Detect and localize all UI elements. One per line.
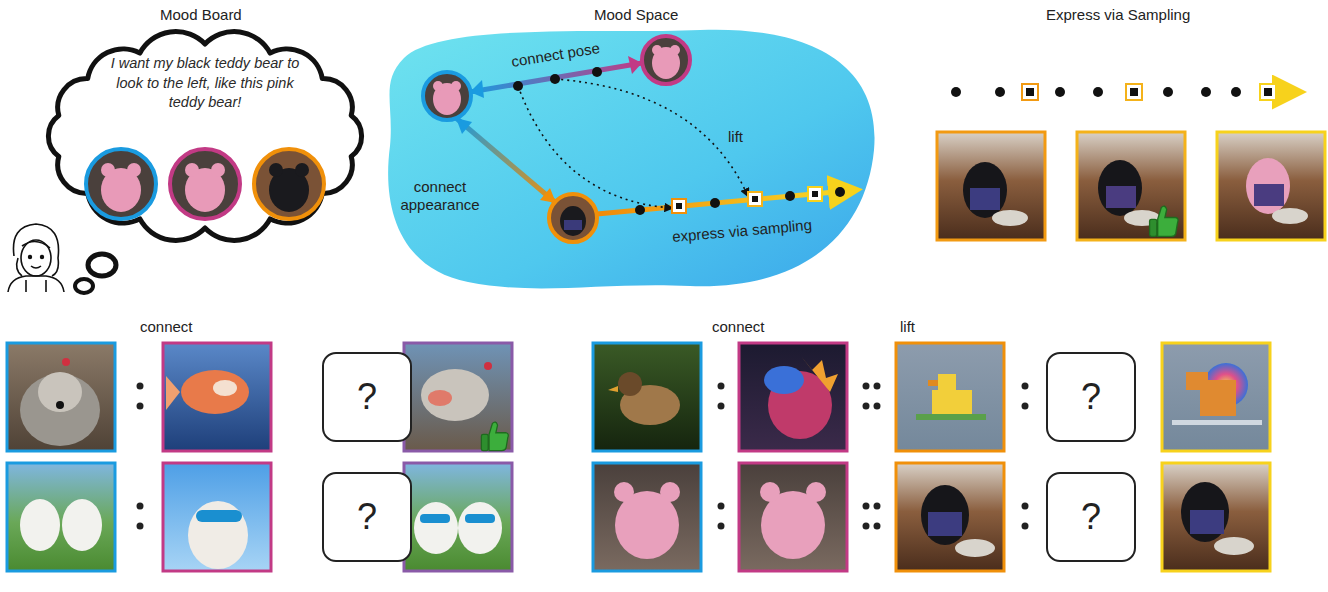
- operation-label: lift: [900, 318, 915, 336]
- sampling-timeline: [940, 84, 1300, 100]
- mood-thumbnail: [254, 149, 324, 219]
- bear-ear: [269, 163, 283, 177]
- bear-ear: [211, 163, 225, 177]
- question-mark: ?: [357, 379, 377, 415]
- query-box: ?: [1046, 352, 1136, 442]
- bear-ear: [127, 163, 141, 177]
- bear-ear: [295, 163, 309, 177]
- thought-trail: [75, 254, 116, 293]
- panel-heading: Express via Sampling: [1046, 6, 1190, 24]
- operation-label: connect appearance: [388, 178, 492, 214]
- example-images-right: [593, 343, 1270, 571]
- cloud-shape: [48, 32, 361, 241]
- query-box: ?: [322, 472, 412, 562]
- bear-ear: [101, 163, 115, 177]
- sample-images: [937, 132, 1325, 240]
- operation-label: connect: [140, 318, 193, 336]
- person-sketch: [8, 224, 64, 292]
- mood-thumbnail: [86, 149, 156, 219]
- question-mark: ?: [1081, 499, 1101, 535]
- thought-cloud: I want my black teddy bear to look to th…: [35, 28, 375, 250]
- bear-ear: [185, 163, 199, 177]
- thought-text: I want my black teddy bear to look to th…: [97, 54, 313, 113]
- panel-heading: Mood Board: [160, 6, 242, 24]
- query-box: ?: [1046, 472, 1136, 562]
- question-mark: ?: [357, 499, 377, 535]
- query-box: ?: [322, 352, 412, 442]
- mood-space: [388, 30, 874, 289]
- panel-heading: Mood Space: [594, 6, 678, 24]
- example-images-left: [7, 343, 512, 571]
- question-mark: ?: [1081, 379, 1101, 415]
- operation-label: lift: [728, 128, 743, 146]
- mood-thumbnail: [170, 149, 240, 219]
- operation-label: connect: [712, 318, 765, 336]
